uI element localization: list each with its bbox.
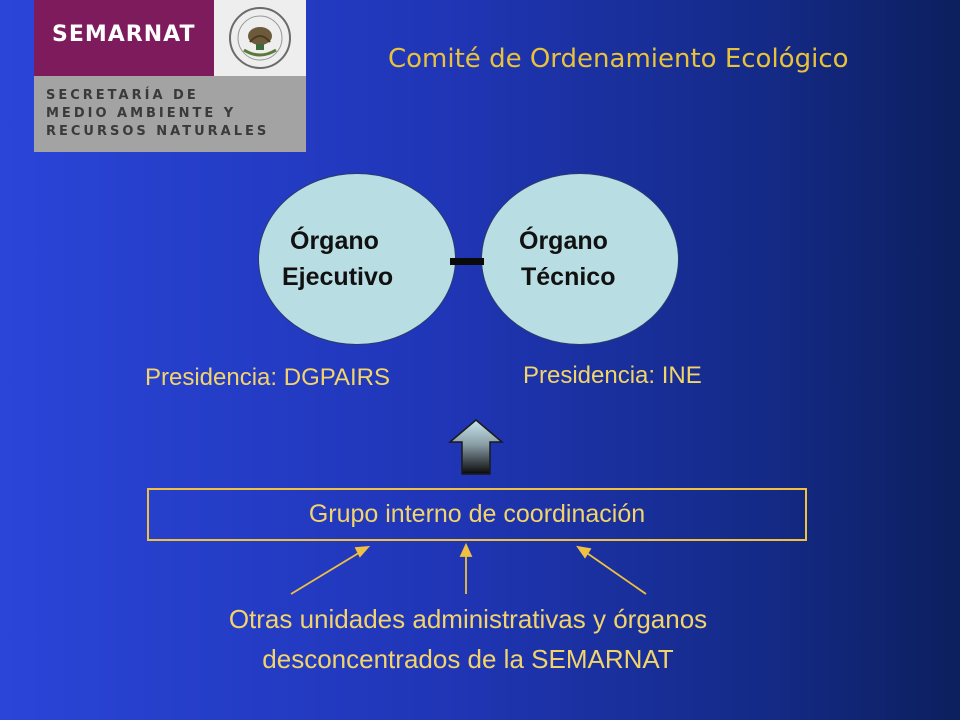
- organ-tecnico-node: [481, 173, 679, 345]
- presidency-ejecutivo: Presidencia: DGPAIRS: [145, 364, 390, 391]
- logo-caption: SECRETARÍA DE MEDIO AMBIENTE Y RECURSOS …: [34, 76, 306, 152]
- seal-graphic: [229, 7, 291, 69]
- feed-arrow-right: [583, 550, 647, 595]
- logo-band: SEMARNAT: [34, 0, 214, 76]
- organ-tecnico-line1: Órgano: [519, 227, 608, 255]
- logo-line-2: MEDIO AMBIENTE Y: [46, 106, 237, 121]
- feed-arrow-center-head: [459, 542, 473, 557]
- logo-top: SEMARNAT: [34, 0, 306, 76]
- semarnat-logo: SEMARNAT SECRETARÍA DE MEDIO AMBIENTE Y …: [34, 0, 306, 152]
- organ-ejecutivo-node: [258, 173, 456, 345]
- feed-arrow-right-head: [576, 545, 592, 559]
- feed-arrow-left: [290, 550, 363, 595]
- page-title: Comité de Ordenamiento Ecológico: [388, 44, 849, 74]
- logo-line-3: RECURSOS NATURALES: [46, 124, 270, 139]
- national-seal-icon: [214, 0, 306, 76]
- organ-connector: [450, 258, 484, 265]
- other-units-line2: desconcentrados de la SEMARNAT: [262, 644, 674, 674]
- presidency-tecnico: Presidencia: INE: [523, 362, 702, 389]
- feed-arrow-left-head: [354, 545, 371, 558]
- organ-ejecutivo-line2: Ejecutivo: [282, 263, 394, 291]
- coordination-group-box: Grupo interno de coordinación: [147, 488, 807, 541]
- organ-ejecutivo-line1: Órgano: [290, 227, 379, 255]
- coordination-group-label: Grupo interno de coordinación: [308, 500, 646, 528]
- logo-line-1: SECRETARÍA DE: [46, 88, 199, 103]
- up-arrow-icon: [448, 419, 504, 475]
- logo-wordmark: SEMARNAT: [52, 22, 196, 47]
- other-units-line1: Otras unidades administrativas y órganos: [228, 604, 708, 634]
- organ-tecnico-line2: Técnico: [521, 263, 616, 291]
